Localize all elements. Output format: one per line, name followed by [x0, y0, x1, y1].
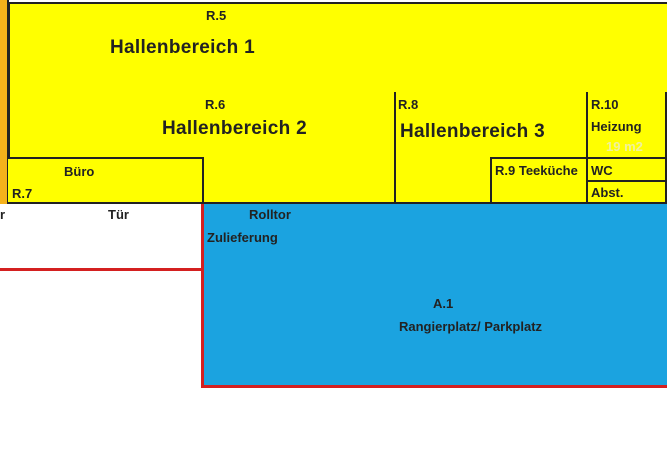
room-r8-name: Hallenbereich 3 — [400, 121, 545, 142]
wall-r6-r8 — [394, 92, 396, 204]
room-wc-label: WC — [591, 163, 613, 178]
property-line — [0, 268, 204, 271]
yard-a1[interactable]: Rolltor Zulieferung A.1 Rangierplatz/ Pa… — [201, 204, 667, 388]
door-left-label: r — [0, 207, 6, 222]
room-r7[interactable]: Büro R.7 — [8, 157, 204, 204]
wall-r10 — [586, 92, 588, 204]
door-label: Tür — [108, 207, 129, 222]
wall-abst-top — [586, 180, 667, 182]
yard-code: A.1 — [433, 296, 454, 311]
room-r7-code: R.7 — [12, 186, 33, 201]
room-r10-area: 19 m2 — [606, 139, 643, 154]
room-r6-code: R.6 — [205, 97, 226, 112]
yard-name: Rangierplatz/ Parkplatz — [399, 319, 543, 334]
room-r5-code: R.5 — [206, 8, 227, 23]
room-r7-name: Büro — [64, 164, 95, 179]
room-r5-name: Hallenbereich 1 — [110, 37, 255, 58]
room-r10-code: R.10 — [591, 97, 619, 112]
wall-wc-top — [586, 157, 667, 159]
delivery-label: Zulieferung — [207, 230, 278, 245]
room-r8-code: R.8 — [398, 97, 419, 112]
rolltor-label: Rolltor — [249, 207, 291, 222]
room-r9-label: R.9 Teeküche — [495, 163, 578, 178]
room-r10-name: Heizung — [591, 119, 642, 134]
room-r5[interactable]: R.5 Hallenbereich 1 — [8, 2, 667, 93]
room-abst-label: Abst. — [591, 185, 624, 200]
room-r6-name: Hallenbereich 2 — [162, 118, 307, 139]
room-r9[interactable]: R.9 Teeküche — [490, 157, 588, 204]
hall-right-edge — [665, 92, 667, 204]
